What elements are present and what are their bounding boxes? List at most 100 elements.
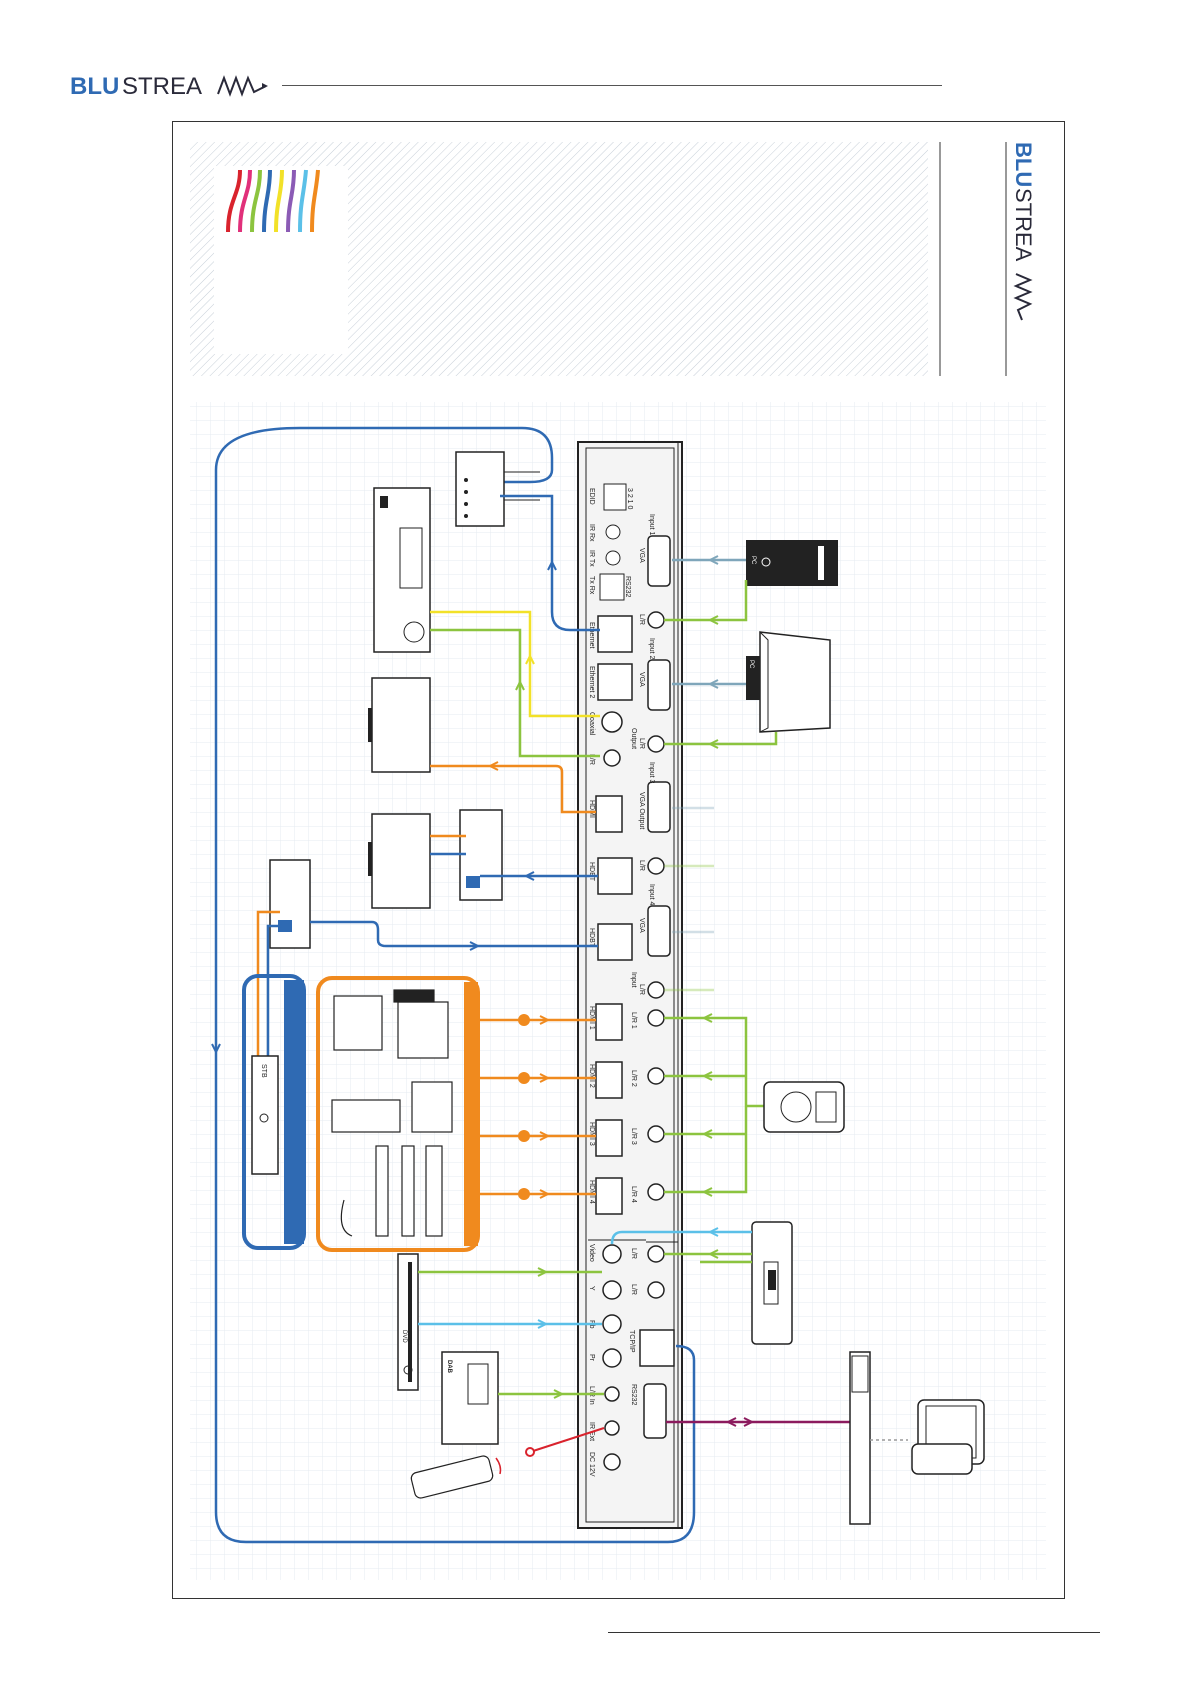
label-input4-lr: L/R bbox=[638, 984, 645, 995]
component-lr-port[interactable] bbox=[647, 1281, 665, 1299]
composite-cable bbox=[610, 1230, 752, 1245]
vcr-device bbox=[751, 1221, 793, 1345]
rs232-dsub-port[interactable] bbox=[643, 1383, 667, 1439]
label-output: Output bbox=[630, 728, 637, 749]
label-video: Video bbox=[588, 1244, 595, 1262]
label-input-3: Input 3 bbox=[648, 762, 655, 784]
hdmi-in-3-port[interactable] bbox=[595, 1119, 623, 1157]
lr-in-port[interactable] bbox=[604, 1386, 620, 1402]
pb-port[interactable] bbox=[602, 1314, 622, 1334]
label-vga-out: VGA Output bbox=[638, 792, 645, 829]
label-vga-1: VGA bbox=[638, 548, 645, 563]
control-processor bbox=[849, 1351, 871, 1525]
stb-label: STB bbox=[260, 1064, 267, 1078]
input2-lr-port[interactable] bbox=[647, 735, 665, 753]
ir-tx-port[interactable] bbox=[605, 550, 621, 566]
dc12v-port[interactable] bbox=[603, 1453, 621, 1471]
hdbt-out-port[interactable] bbox=[597, 857, 633, 895]
phone-device bbox=[911, 1443, 973, 1475]
stb-device: STB bbox=[251, 1055, 279, 1175]
dvd-device: DVD bbox=[397, 1253, 419, 1391]
hdmi-in-4-port[interactable] bbox=[595, 1177, 623, 1215]
label-hdmi-1: HDMI 1 bbox=[588, 1006, 595, 1030]
label-dc12v: DC 12V bbox=[588, 1452, 595, 1477]
ir-ext-cable bbox=[529, 1427, 605, 1453]
video-lr-port[interactable] bbox=[647, 1245, 665, 1263]
label-input-2: Input 2 bbox=[648, 638, 655, 660]
label-tcpip: TCP/IP bbox=[628, 1330, 635, 1353]
hdbt-transmitter bbox=[269, 859, 311, 949]
label-video-lr: L/R bbox=[630, 1248, 637, 1259]
ir-rx-port[interactable] bbox=[605, 524, 621, 540]
dab-radio: DAB bbox=[441, 1351, 499, 1445]
hdmi-source-cables bbox=[478, 1018, 596, 1196]
rs232-phoenix-port[interactable] bbox=[599, 573, 625, 601]
hdmi-in-1-port[interactable] bbox=[595, 1003, 623, 1041]
label-edid: EDID bbox=[588, 488, 595, 505]
label-lr-in: L/R In bbox=[588, 1386, 595, 1405]
label-y: Y bbox=[588, 1286, 595, 1291]
lr2-port[interactable] bbox=[647, 1067, 665, 1085]
vga-input-2[interactable]: VGA Input 2 bbox=[638, 638, 671, 711]
vlogo-bold: BLU bbox=[1011, 142, 1036, 187]
ethernet-port[interactable] bbox=[597, 615, 633, 653]
matrix-inner-panel bbox=[585, 447, 675, 1523]
audio-out-lr-port[interactable] bbox=[603, 749, 621, 767]
label-pr: Pr bbox=[588, 1354, 595, 1362]
input3-lr-port[interactable] bbox=[647, 857, 665, 875]
label-ethernet2: Ethernet 2 bbox=[588, 666, 595, 698]
label-input1-lr: L/R bbox=[638, 614, 645, 625]
hdbt-in-port[interactable] bbox=[597, 923, 633, 961]
input4-lr-port[interactable] bbox=[647, 981, 665, 999]
tv-display-1 bbox=[371, 677, 431, 773]
label-component-lr: L/R bbox=[630, 1284, 637, 1295]
laptop-device: PC bbox=[746, 631, 831, 733]
header-rule bbox=[282, 85, 942, 86]
ir-ext-port[interactable] bbox=[604, 1420, 620, 1436]
pc-tower: PC bbox=[746, 540, 838, 586]
hdmi-in-2-port[interactable] bbox=[595, 1061, 623, 1099]
vga-input-4[interactable]: VGA Input 4 bbox=[638, 884, 671, 957]
y-port[interactable] bbox=[602, 1280, 622, 1300]
label-hdmi-4: HDMI 4 bbox=[588, 1180, 595, 1204]
label-coaxial: Coaxial bbox=[588, 712, 595, 736]
hdmi-out-port[interactable] bbox=[595, 795, 623, 833]
label-input2-lr: L/R bbox=[638, 738, 645, 749]
hdmi-out-cable bbox=[430, 764, 596, 814]
label-input-4: Input 4 bbox=[648, 884, 655, 906]
label-output-lr: L/R bbox=[588, 754, 595, 765]
pr-port[interactable] bbox=[602, 1348, 622, 1368]
label-ethernet: Ethernet bbox=[588, 622, 595, 649]
vertical-logo: BLU STREA bbox=[1011, 142, 1036, 321]
audio-out-cable bbox=[430, 628, 600, 758]
label-hdbt-out: HDBT bbox=[588, 862, 595, 882]
av-receiver bbox=[373, 487, 431, 653]
blue-loop-top bbox=[300, 426, 554, 484]
logo-arrow-icon bbox=[262, 83, 268, 89]
label-lr3: L/R 3 bbox=[630, 1128, 637, 1145]
lr1-port[interactable] bbox=[647, 1009, 665, 1027]
remote-control bbox=[410, 1455, 502, 1499]
lr4-port[interactable] bbox=[647, 1183, 665, 1201]
diagram-frame bbox=[172, 121, 1065, 1599]
ethernet2-port[interactable] bbox=[597, 663, 633, 701]
edid-switch[interactable] bbox=[603, 483, 627, 511]
input1-lr-port[interactable] bbox=[647, 611, 665, 629]
tcpip-port[interactable] bbox=[639, 1329, 675, 1367]
coaxial-cable bbox=[430, 610, 600, 718]
coaxial-port[interactable] bbox=[601, 711, 623, 733]
video-port[interactable] bbox=[602, 1244, 622, 1264]
label-lr2: L/R 2 bbox=[630, 1070, 637, 1087]
label-ir-rx: IR Rx bbox=[588, 524, 595, 542]
dab-label: DAB bbox=[446, 1360, 452, 1374]
logo-text-bold: BLU bbox=[70, 73, 119, 100]
label-hdbt-in: HDBT bbox=[588, 928, 595, 948]
label-input3-lr: L/R bbox=[638, 860, 645, 871]
dvd-label: DVD bbox=[401, 1330, 407, 1343]
vga-input-3[interactable]: VGA Output Input 3 bbox=[638, 762, 671, 833]
label-rs232-pins: Tx Rx bbox=[588, 576, 595, 595]
lr3-port[interactable] bbox=[647, 1125, 665, 1143]
vga-input-1[interactable]: VGA Input 1 bbox=[638, 514, 671, 587]
label-hdmi-2: HDMI 2 bbox=[588, 1064, 595, 1088]
logo-text-light: STREA bbox=[122, 73, 202, 100]
